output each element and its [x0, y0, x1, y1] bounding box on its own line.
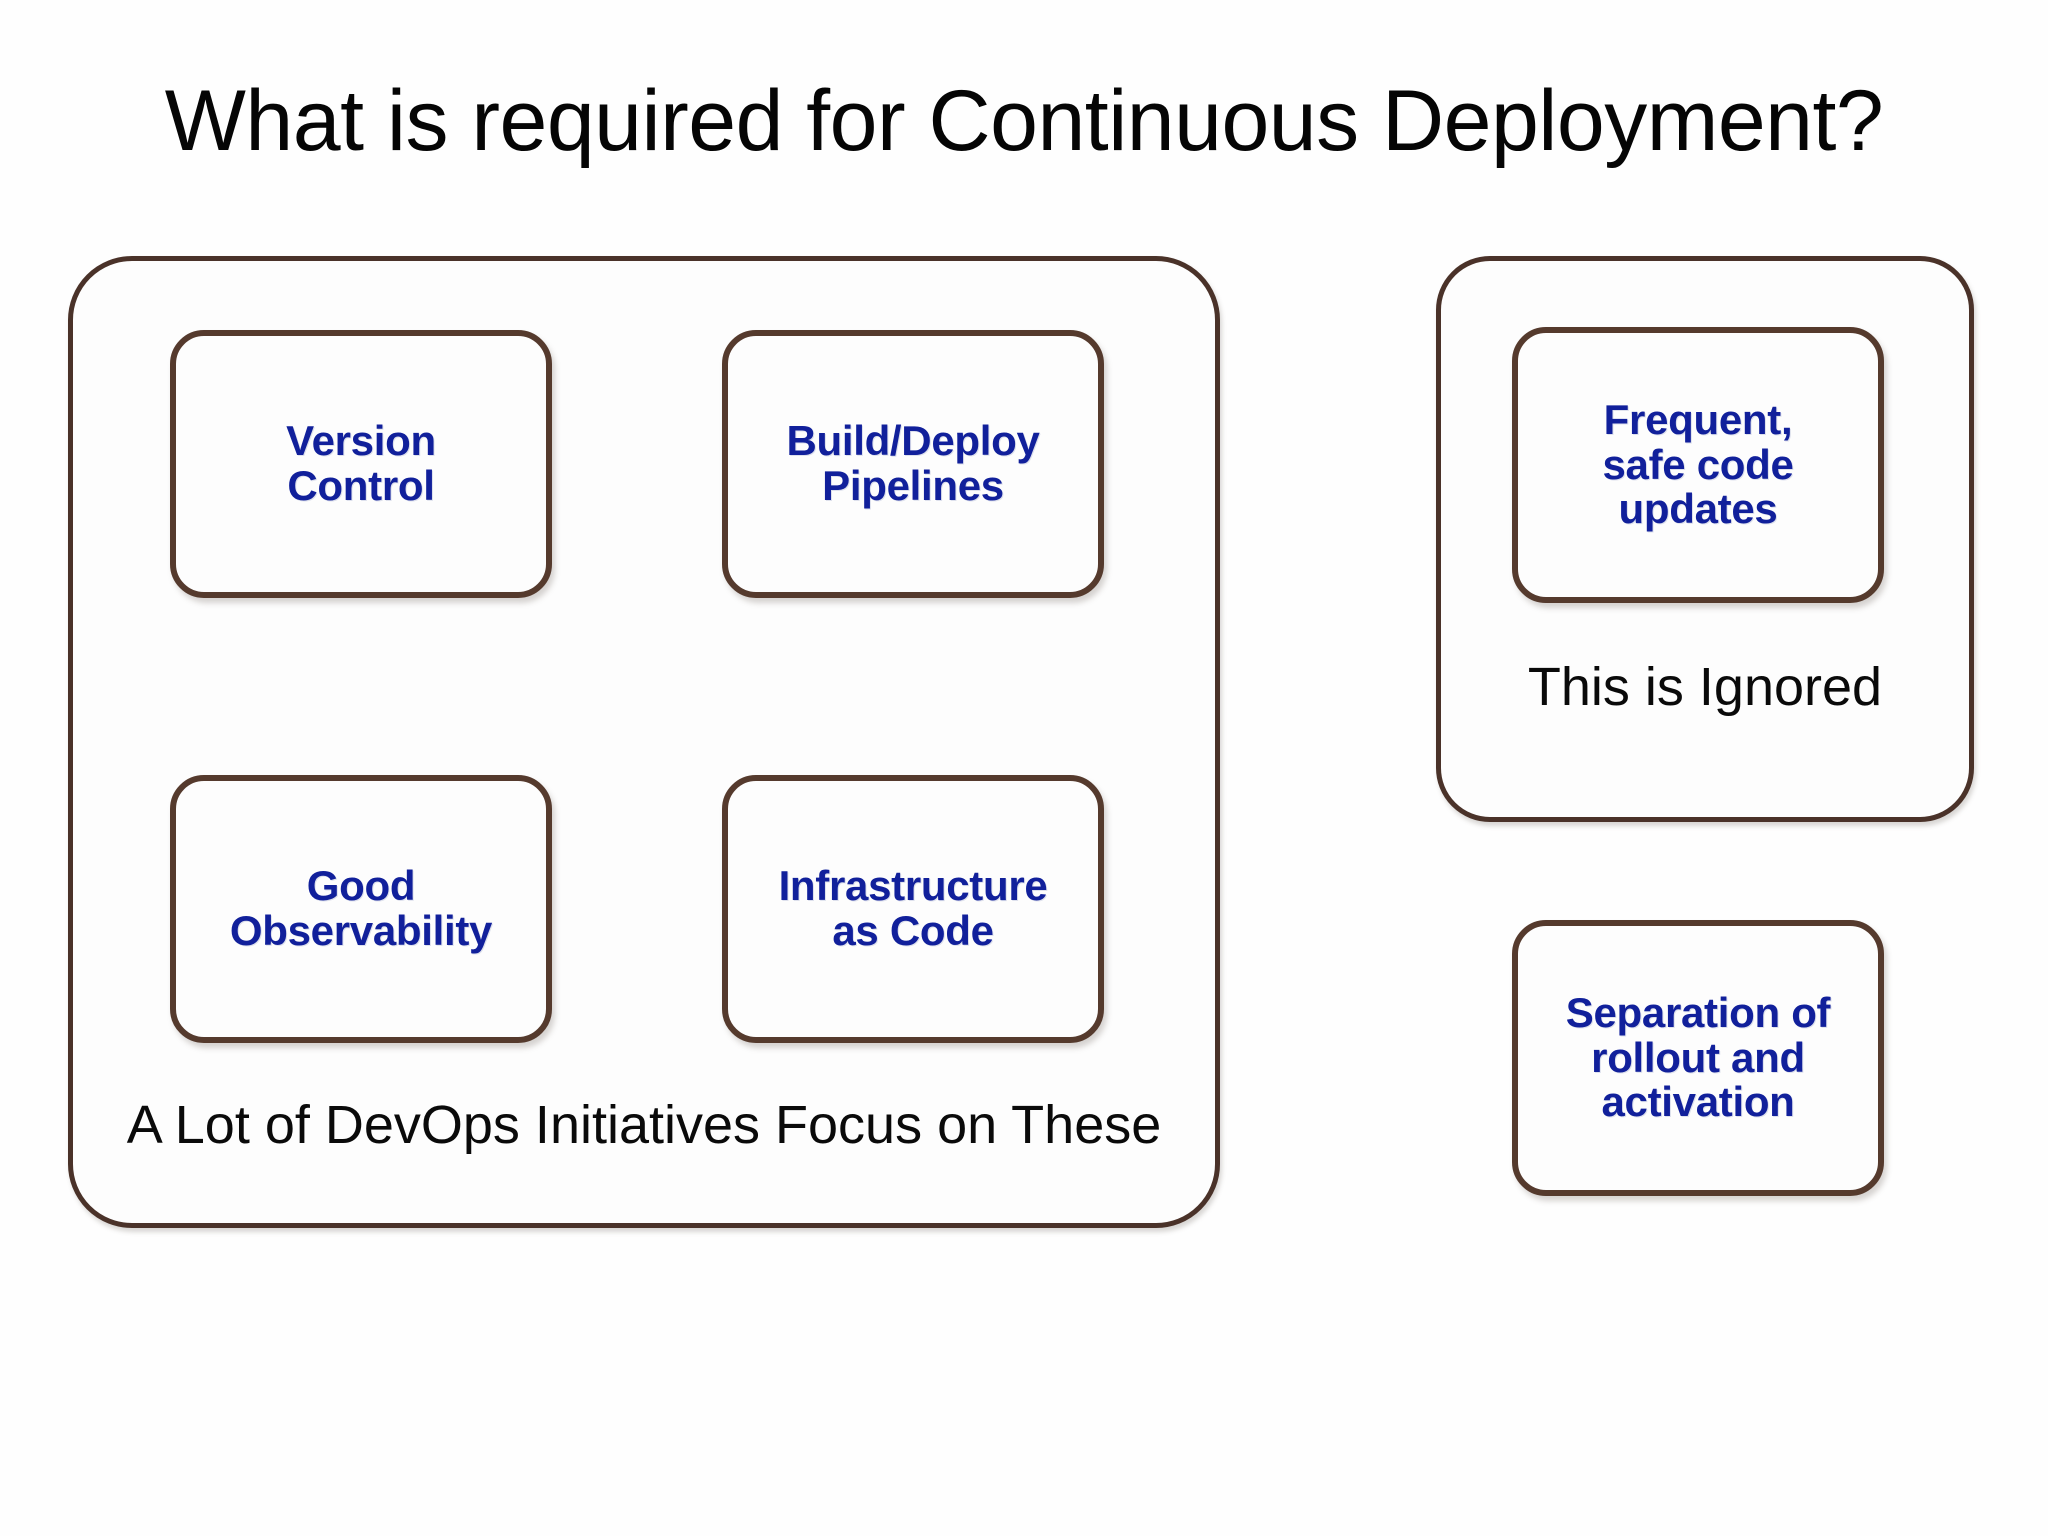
card-version-control[interactable]: Version Control [170, 330, 552, 598]
card-good-observability-label: Good Observability [229, 862, 493, 954]
card-frequent-safe-code-updates-label: Frequent, safe code updates [1602, 396, 1794, 533]
card-good-observability[interactable]: Good Observability [170, 775, 552, 1043]
page-title: What is required for Continuous Deployme… [164, 73, 1884, 169]
card-separation-of-rollout-and-activation-label: Separation of rollout and activation [1565, 989, 1831, 1126]
card-infrastructure-as-code-label: Infrastructure as Code [778, 862, 1048, 954]
card-build-deploy-pipelines-label: Build/Deploy Pipelines [786, 417, 1040, 509]
left-group-caption: A Lot of DevOps Initiatives Focus on The… [126, 1095, 1162, 1155]
card-build-deploy-pipelines[interactable]: Build/Deploy Pipelines [722, 330, 1104, 598]
card-separation-of-rollout-and-activation[interactable]: Separation of rollout and activation [1512, 920, 1884, 1196]
right-group-caption: This is Ignored [1527, 657, 1883, 717]
card-frequent-safe-code-updates[interactable]: Frequent, safe code updates [1512, 327, 1884, 603]
card-version-control-label: Version Control [286, 417, 436, 509]
card-infrastructure-as-code[interactable]: Infrastructure as Code [722, 775, 1104, 1043]
